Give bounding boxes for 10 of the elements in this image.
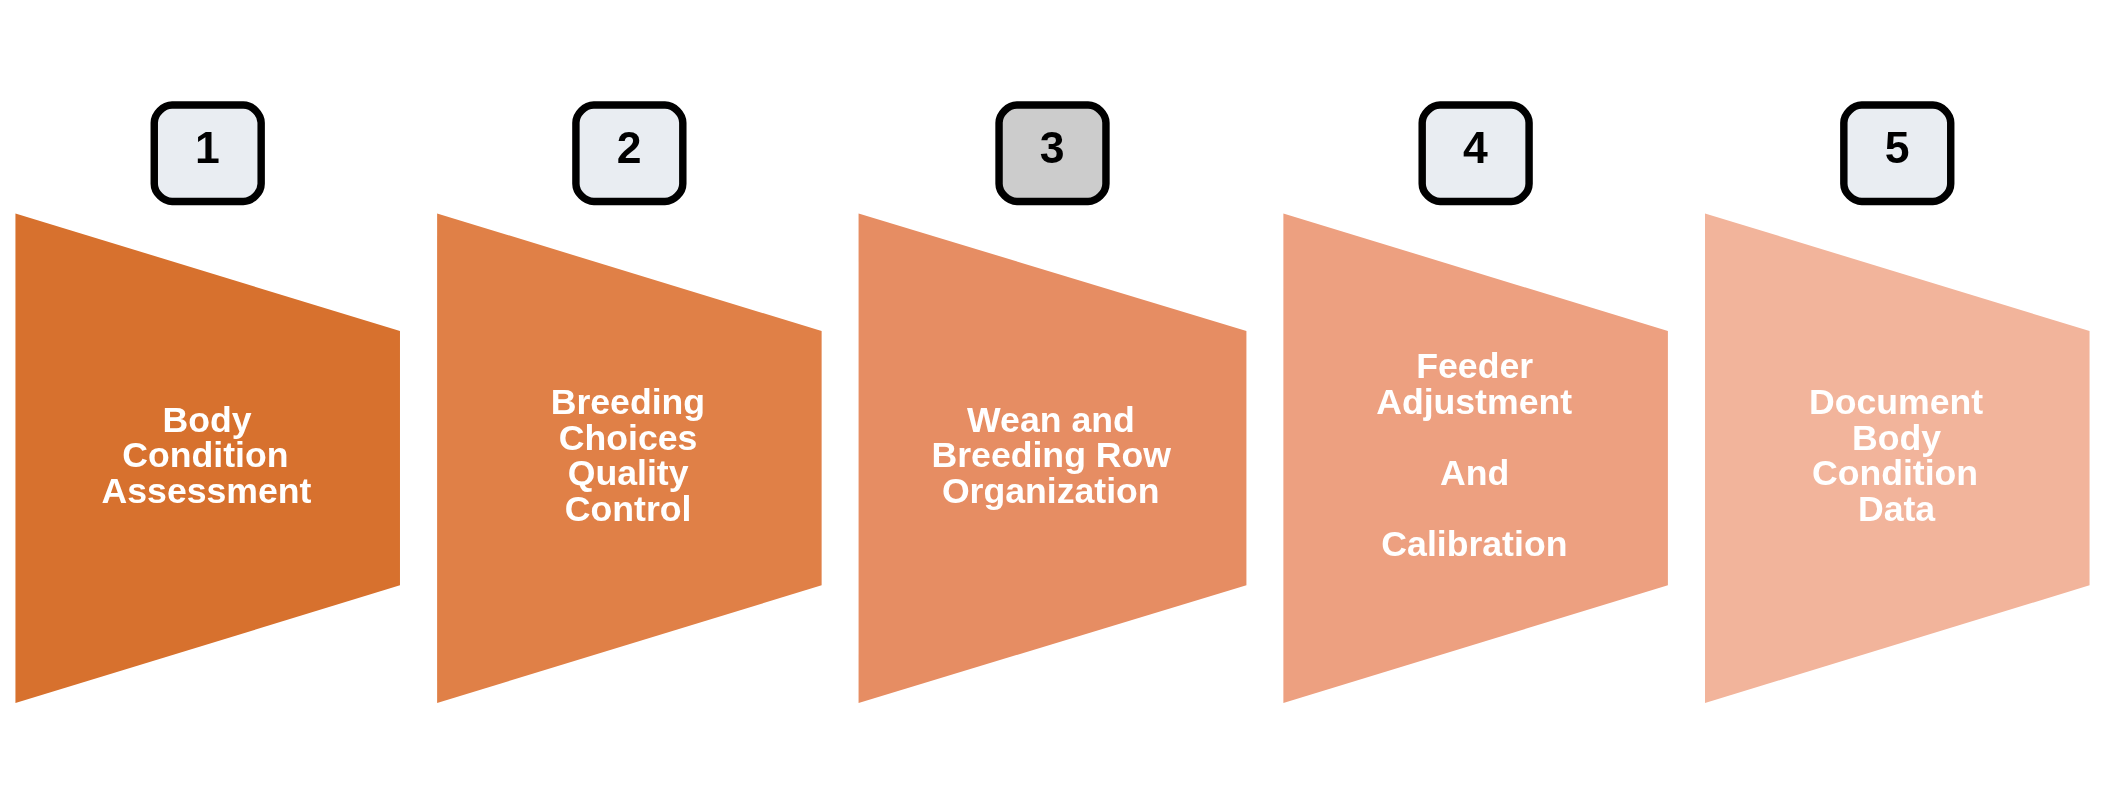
node-box: 3 [995,100,1110,205]
node-box: Breeding Choices Quality Control [437,212,822,703]
node-box: 2 [572,100,687,205]
node-box: Wean and Breeding Row Organization [858,212,1247,703]
node-box: Feeder Adjustment And Calibration [1283,212,1668,703]
node-box: 4 [1418,100,1533,205]
node-box: Body Condition Assessment [15,212,400,703]
node-box: Document Body Condition Data [1705,212,2090,703]
node-box: 5 [1840,100,1955,205]
node-box: 1 [150,100,265,205]
